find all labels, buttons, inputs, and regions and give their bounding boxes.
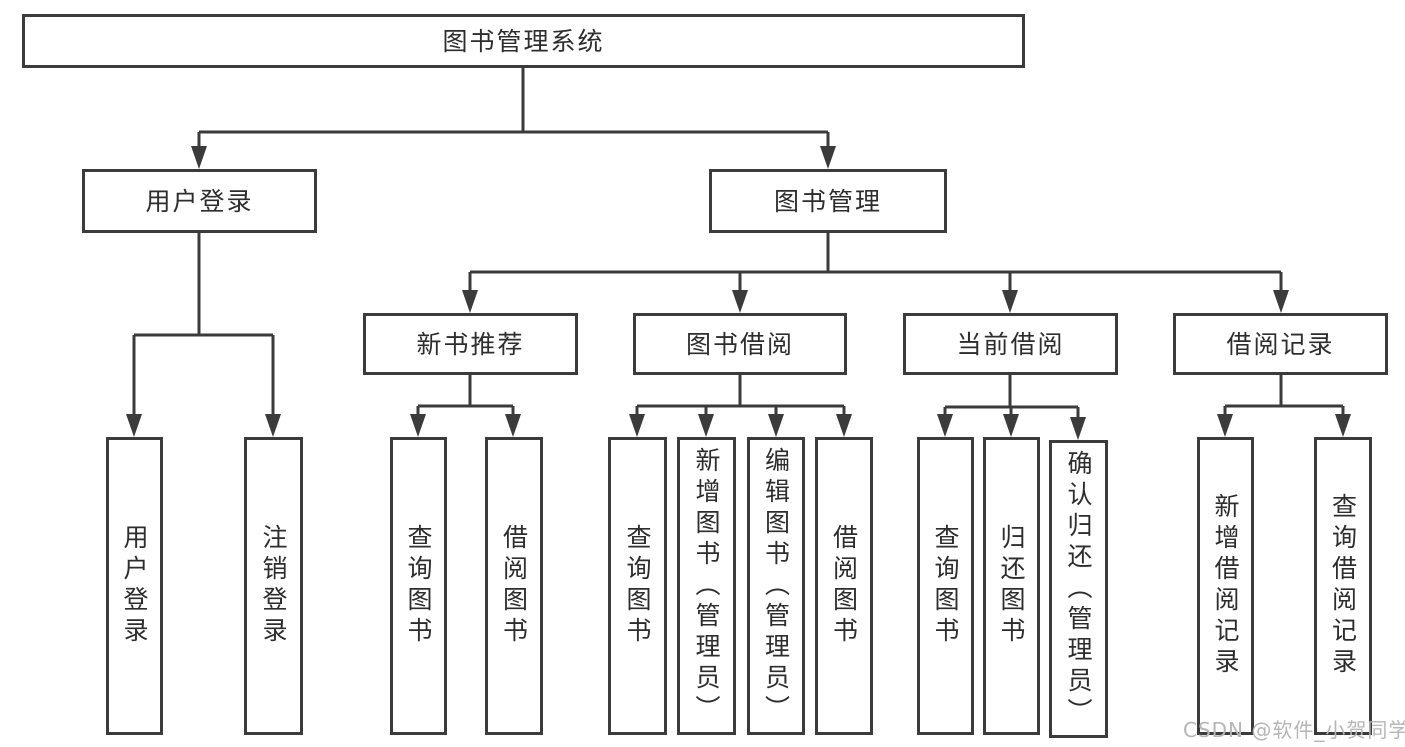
node-label: 归还图书 xyxy=(997,524,1026,648)
node-label: 图书管理 xyxy=(773,186,882,216)
node-leaf-add-books-admin: 新增图书（管理员） xyxy=(677,437,736,735)
node-new-book-recommend: 新书推荐 xyxy=(363,313,578,375)
node-label: 查询借阅记录 xyxy=(1328,493,1358,679)
node-book-management: 图书管理 xyxy=(709,169,947,233)
node-user-login: 用户登录 xyxy=(82,169,317,233)
node-label: 查询图书 xyxy=(623,524,652,648)
node-leaf-logout: 注销登录 xyxy=(244,437,303,735)
node-label: 当前借阅 xyxy=(956,329,1065,359)
node-leaf-user-login: 用户登录 xyxy=(106,437,163,735)
node-label: 编辑图书（管理员） xyxy=(761,446,791,726)
node-leaf-query-books-3: 查询图书 xyxy=(917,437,974,735)
node-leaf-edit-books-admin: 编辑图书（管理员） xyxy=(747,437,805,735)
node-leaf-confirm-return-admin: 确认归还（管理员） xyxy=(1049,440,1108,738)
node-borrow-records: 借阅记录 xyxy=(1173,313,1388,375)
node-leaf-query-borrow-record: 查询借阅记录 xyxy=(1314,437,1372,735)
node-label: 借阅记录 xyxy=(1226,329,1335,359)
node-leaf-query-books-2: 查询图书 xyxy=(608,437,667,735)
node-label: 借阅图书 xyxy=(829,524,859,648)
node-label: 新增借阅记录 xyxy=(1211,493,1240,679)
node-label: 查询图书 xyxy=(931,524,960,648)
node-leaf-borrow-books-2: 借阅图书 xyxy=(815,437,873,735)
node-label: 新增图书（管理员） xyxy=(692,446,721,726)
node-leaf-query-books-1: 查询图书 xyxy=(390,437,447,735)
node-current-borrowing: 当前借阅 xyxy=(903,313,1118,375)
node-label: 用户登录 xyxy=(120,524,149,648)
node-label: 图书管理系统 xyxy=(442,26,605,56)
node-label: 借阅图书 xyxy=(499,524,529,648)
node-leaf-add-borrow-record: 新增借阅记录 xyxy=(1197,437,1254,735)
node-label: 确认归还（管理员） xyxy=(1064,449,1093,729)
node-label: 查询图书 xyxy=(404,524,433,648)
node-label: 用户登录 xyxy=(145,186,254,216)
node-library-management-system: 图书管理系统 xyxy=(22,14,1025,68)
node-leaf-return-books: 归还图书 xyxy=(983,437,1040,735)
node-label: 图书借阅 xyxy=(685,329,794,359)
node-label: 新书推荐 xyxy=(416,329,525,359)
node-leaf-borrow-books-1: 借阅图书 xyxy=(485,437,543,735)
node-label: 注销登录 xyxy=(259,524,288,648)
csdn-watermark: CSDN @软件_小贺同学 xyxy=(1183,718,1405,742)
node-book-borrowing: 图书借阅 xyxy=(633,313,847,375)
